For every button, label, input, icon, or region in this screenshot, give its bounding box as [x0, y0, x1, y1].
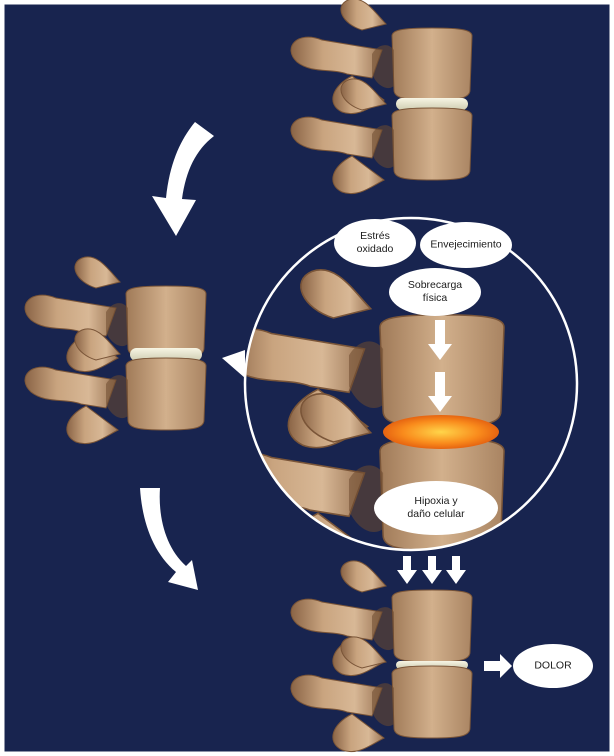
- bubble-physical-overload: [389, 268, 481, 316]
- bubble-hypoxia: [374, 481, 498, 535]
- pressure-arrows: [397, 556, 466, 584]
- bubble-oxidative-stress: [334, 219, 416, 267]
- bubble-pain: [513, 644, 593, 688]
- bubble-aging: [420, 222, 512, 268]
- inflamed-disc: [383, 415, 499, 449]
